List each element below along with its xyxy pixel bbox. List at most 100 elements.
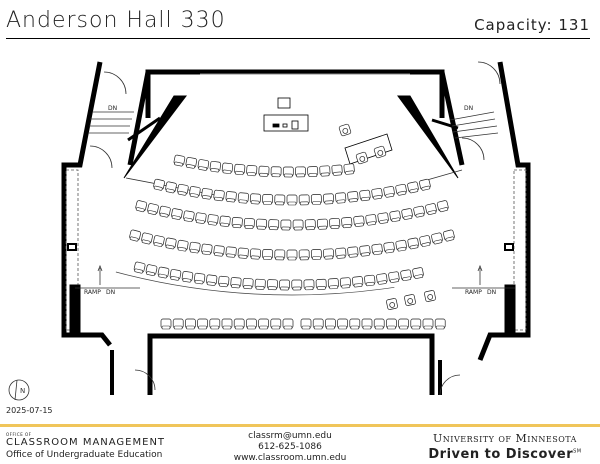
seat: [383, 241, 395, 254]
seat: [315, 278, 327, 290]
seat: [401, 208, 413, 220]
seat: [230, 277, 242, 289]
contact-email[interactable]: classrm@umn.edu: [248, 431, 332, 441]
seat: [160, 318, 172, 330]
seat: [431, 232, 443, 245]
seat: [373, 318, 385, 330]
university-name: University of Minnesota: [433, 432, 577, 445]
office-name: CLASSROOM MANAGEMENT: [6, 437, 166, 448]
seat: [365, 214, 377, 226]
seat: [262, 249, 274, 260]
wheelchair-space-icon: [355, 151, 369, 165]
seat: [201, 188, 213, 200]
seat: [256, 218, 267, 230]
seat: [206, 274, 218, 286]
seat: [419, 178, 431, 191]
accessible-table: [344, 133, 393, 165]
seat: [258, 318, 269, 330]
seat: [327, 278, 339, 290]
seat: [407, 237, 419, 250]
contact-website[interactable]: www.classroom.umn.edu: [233, 453, 347, 463]
seat: [268, 219, 280, 231]
seat: [221, 318, 233, 330]
seat: [218, 275, 230, 288]
seat: [310, 249, 322, 260]
seat: [183, 210, 195, 223]
wheelchair-space-icon: [338, 123, 352, 137]
seat: [246, 318, 257, 330]
seat: [249, 248, 261, 260]
seat: [234, 163, 246, 176]
seat: [295, 166, 306, 178]
seat: [219, 215, 231, 227]
seat: [201, 243, 213, 256]
seat: [300, 318, 312, 330]
seat: [436, 200, 449, 213]
seat: [291, 279, 303, 291]
row-edge-line: [115, 271, 395, 296]
seat: [165, 181, 177, 194]
seat: [343, 163, 355, 175]
seat: [280, 219, 292, 231]
seat: [231, 216, 243, 229]
seat: [249, 193, 261, 205]
seat: [207, 214, 219, 226]
seat: [193, 272, 206, 285]
ramp-dn-label-left: DN: [106, 289, 115, 296]
seat: [266, 279, 278, 291]
floor-plan: DN DN RAMP DN RAMP DN N: [8, 61, 531, 401]
seat: [395, 183, 407, 196]
seat: [177, 239, 189, 252]
seat: [165, 237, 177, 250]
seat: [185, 157, 198, 169]
seat: [383, 186, 395, 198]
university-logo: University of Minnesota Driven to Discov…: [420, 432, 590, 462]
seat: [153, 178, 165, 191]
seat: [279, 279, 290, 291]
wheelchair-space-icon: [424, 290, 436, 302]
seat: [319, 165, 331, 177]
seat: [335, 192, 347, 204]
seat: [173, 154, 186, 167]
seat: [339, 277, 351, 289]
seat: [262, 194, 274, 205]
plan-date: 2025-07-15: [6, 406, 53, 415]
seat: [237, 247, 249, 259]
seat: [335, 247, 347, 259]
stairs-dn-label-right: DN: [464, 105, 473, 112]
seat: [185, 318, 196, 330]
seat: [172, 318, 184, 330]
seat: [395, 239, 407, 252]
seat: [386, 318, 397, 330]
seat: [352, 276, 364, 288]
seat: [359, 189, 371, 202]
seat: [323, 193, 335, 205]
seat: [145, 264, 158, 277]
seat: [347, 191, 359, 203]
seat: [337, 318, 348, 330]
seating-area: [115, 123, 455, 330]
seat: [157, 266, 170, 279]
contact-info: classrm@umn.edu 612-625-1086 www.classro…: [200, 431, 380, 464]
seat: [135, 200, 148, 213]
seat: [274, 249, 286, 261]
seat: [371, 188, 383, 200]
seat: [353, 215, 365, 227]
seat: [341, 216, 353, 229]
seat: [310, 194, 322, 205]
seat: [434, 318, 446, 330]
wheelchair-space-icon: [386, 298, 398, 310]
seat: [312, 318, 324, 330]
seat: [213, 189, 225, 202]
seat: [153, 235, 165, 247]
seat: [177, 183, 189, 196]
seat: [389, 210, 401, 223]
seat: [325, 318, 336, 330]
room-title: Anderson Hall 330: [6, 8, 226, 33]
seat: [298, 194, 310, 206]
seat: [225, 191, 237, 203]
seat: [195, 212, 207, 224]
seat: [347, 246, 359, 258]
ramp-dn-label-right: DN: [487, 289, 496, 296]
ramp-label-right: RAMP: [465, 289, 482, 296]
